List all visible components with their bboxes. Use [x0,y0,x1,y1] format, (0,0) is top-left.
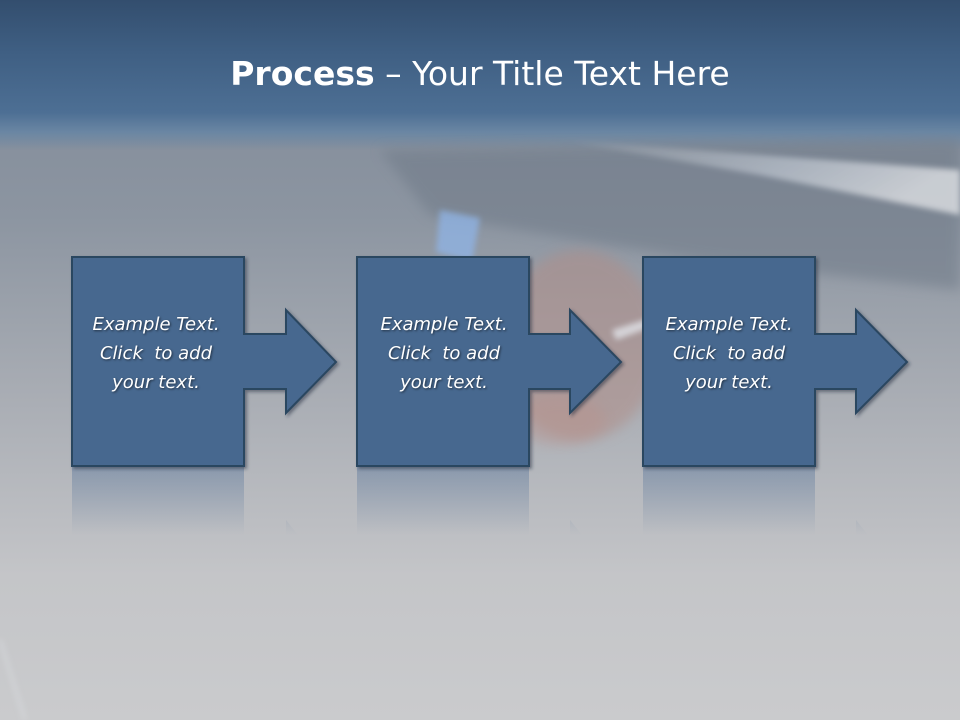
step-3-reflection [643,466,868,535]
process-step-3[interactable] [642,256,909,535]
step-2-line-2: Click to add [387,343,500,364]
title-rest: – Your Title Text Here [374,54,730,93]
process-step-1[interactable] [71,256,338,535]
step-2-text[interactable]: Example Text. Click to add your text. [359,310,529,397]
step-3-text[interactable]: Example Text. Click to add your text. [644,310,814,397]
step-3-line-3: your text. [685,372,773,393]
step-2-arrow-box [356,256,623,467]
step-3-arrow-box [642,256,909,467]
process-step-2[interactable] [356,256,623,535]
title-bold: Process [230,54,375,93]
step-2-line-1: Example Text. [380,314,508,335]
step-2-line-3: your text. [400,372,488,393]
step-1-line-3: your text. [112,372,200,393]
step-3-line-1: Example Text. [665,314,793,335]
step-3-line-2: Click to add [672,343,785,364]
step-1-text[interactable]: Example Text. Click to add your text. [71,310,241,397]
page-title[interactable]: Process – Your Title Text Here [0,52,960,96]
step-1-arrow-box [71,256,338,467]
step-2-reflection [357,466,582,535]
step-1-line-1: Example Text. [92,314,220,335]
header-band [0,0,960,150]
step-1-reflection [72,466,298,535]
step-1-line-2: Click to add [99,343,212,364]
